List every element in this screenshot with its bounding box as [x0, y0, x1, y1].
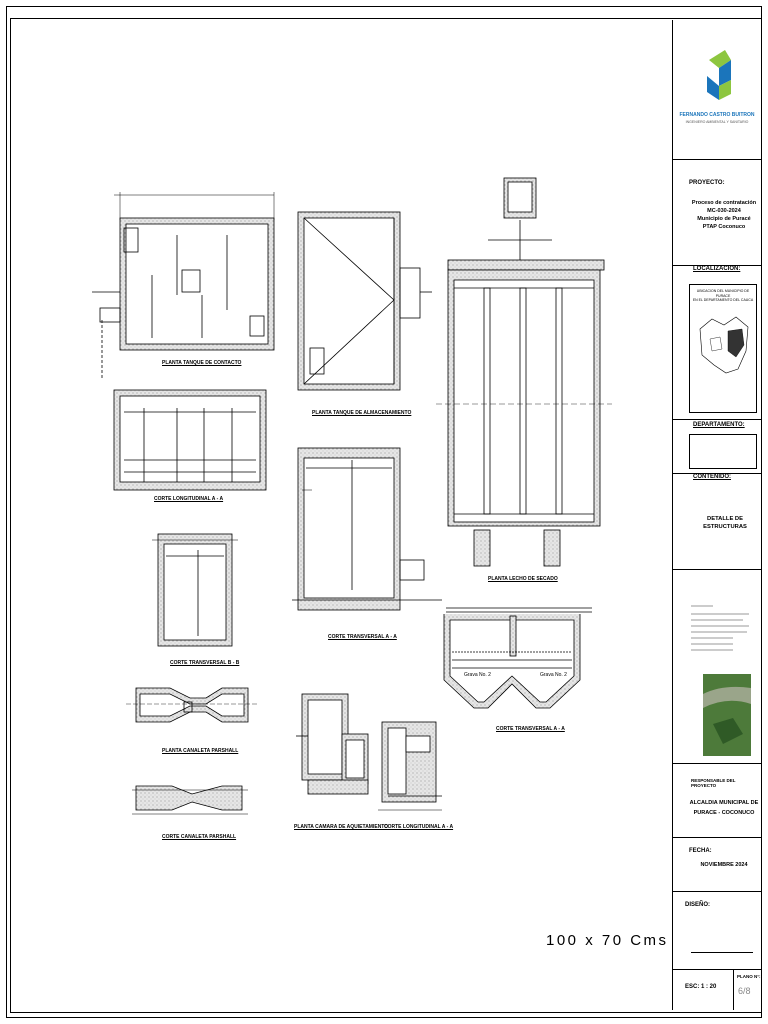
content-value: DETALLE DE ESTRUCTURAS: [703, 516, 747, 530]
engineering-drawings: [92, 177, 612, 815]
date-cell: FECHA: NOVIEMBRE 2024: [673, 838, 761, 892]
sheet-label: PLANO N°:: [737, 974, 761, 979]
content-label: CONTENIDO:: [693, 474, 731, 480]
notes-cell: [673, 570, 761, 764]
sheet-value: 6/8: [738, 986, 751, 996]
company-tagline: INGENIERO AMBIENTAL Y SANITARIO: [685, 120, 749, 124]
logo-cell: FERNANDO CASTRO BUITRON INGENIERO AMBIEN…: [673, 20, 761, 160]
plan-parshall-flume: [126, 687, 258, 723]
drawing-area: PLANTA TANQUE DE CONTACTO CORTE LONGITUD…: [12, 20, 672, 1010]
plan-drying-bed: [436, 177, 612, 567]
cross-section-drying-bed: [443, 607, 592, 709]
title-plan-stilling-chamber: PLANTA CAMARA DE AQUIETAMIENTO: [294, 824, 389, 830]
longitudinal-section-stilling-chamber: [378, 721, 442, 811]
project-line-1: Proceso de contratación: [691, 200, 757, 206]
signature-line: [691, 952, 753, 953]
location-cell: LOCALIZACION: UBICACION DEL MUNICIPIO DE…: [673, 266, 761, 420]
plan-stilling-chamber: [296, 693, 369, 795]
project-label: PROYECTO:: [689, 180, 725, 186]
project-line-4: PTAP Coconuco: [702, 224, 746, 230]
responsible-label: RESPONSABLE DEL PROYECTO: [691, 778, 736, 788]
design-cell: DISEÑO:: [673, 892, 761, 970]
project-line-3: Municipio de Puracé: [697, 216, 751, 222]
location-label: LOCALIZACION:: [693, 266, 741, 272]
notes-lines: [691, 605, 749, 651]
label-gravel-1: Grava No. 2: [464, 672, 491, 678]
plan-contact-tank: [92, 192, 275, 380]
map-caption-2: EN EL DEPARTAMENTO DEL CAUCA: [692, 298, 754, 302]
scale-cell: ESC: 1 : 20 PLANO N°: 6/8: [673, 970, 761, 1010]
title-longitudinal-section: CORTE LONGITUDINAL A - A: [154, 496, 224, 502]
section-parshall-flume: [132, 785, 248, 815]
department-label: DEPARTAMENTO:: [693, 422, 745, 428]
date-label: FECHA:: [689, 848, 712, 854]
title-section-stilling-chamber: CORTE LONGITUDINAL A - A: [384, 824, 454, 830]
cross-section-b-b: [152, 533, 238, 647]
plan-storage-tank: [297, 211, 432, 391]
title-cross-section-storage: CORTE TRANSVERSAL A - A: [328, 634, 397, 640]
responsible-line-1: ALCALDIA MUNICIPAL DE: [689, 800, 759, 806]
sheet-inner-border: [10, 18, 762, 1013]
title-plan-contact-tank: PLANTA TANQUE DE CONTACTO: [162, 360, 242, 366]
title-block: FERNANDO CASTRO BUITRON INGENIERO AMBIEN…: [672, 20, 761, 1010]
date-value: NOVIEMBRE 2024: [700, 862, 748, 868]
responsible-line-2: PURACE - COCONUCO: [693, 810, 755, 816]
scale-label: ESC: 1 : 20: [685, 984, 717, 990]
responsible-cell: RESPONSABLE DEL PROYECTO ALCALDIA MUNICI…: [673, 764, 761, 838]
location-map: UBICACION DEL MUNICIPIO DE PURACE EN EL …: [689, 284, 757, 413]
project-line-2: MC-030-2024: [707, 208, 741, 214]
content-cell: CONTENIDO: DETALLE DE ESTRUCTURAS: [673, 474, 761, 570]
sheet-size-note: 100 x 70 Cms: [546, 932, 669, 949]
title-plan-parshall: PLANTA CANALETA PARSHALL: [162, 748, 239, 754]
title-cross-section-drying-bed: CORTE TRANSVERSAL A - A: [496, 726, 565, 732]
department-cell: DEPARTAMENTO:: [673, 420, 761, 474]
label-gravel-2: Grava No. 2: [540, 672, 567, 678]
company-logo-icon: [707, 50, 731, 100]
design-label: DISEÑO:: [685, 902, 711, 908]
title-section-parshall: CORTE CANALETA PARSHALL: [162, 834, 237, 840]
location-map-icon: [699, 316, 749, 374]
project-cell: PROYECTO: Proceso de contratación MC-030…: [673, 160, 761, 266]
cross-section-storage-tank: [292, 447, 442, 611]
company-name: FERNANDO CASTRO BUITRON: [679, 112, 755, 118]
title-plan-storage-tank: PLANTA TANQUE DE ALMACENAMIENTO: [312, 410, 412, 416]
site-photo-icon: [703, 674, 751, 756]
department-box: [689, 434, 757, 469]
title-cross-section-b-b: CORTE TRANSVERSAL B - B: [170, 660, 240, 666]
longitudinal-section-contact-tank: [113, 389, 267, 491]
map-caption-1: UBICACION DEL MUNICIPIO DE PURACE: [696, 289, 750, 298]
title-plan-drying-bed: PLANTA LECHO DE SECADO: [488, 576, 558, 582]
sheet-number-box: PLANO N°: 6/8: [733, 970, 761, 1010]
